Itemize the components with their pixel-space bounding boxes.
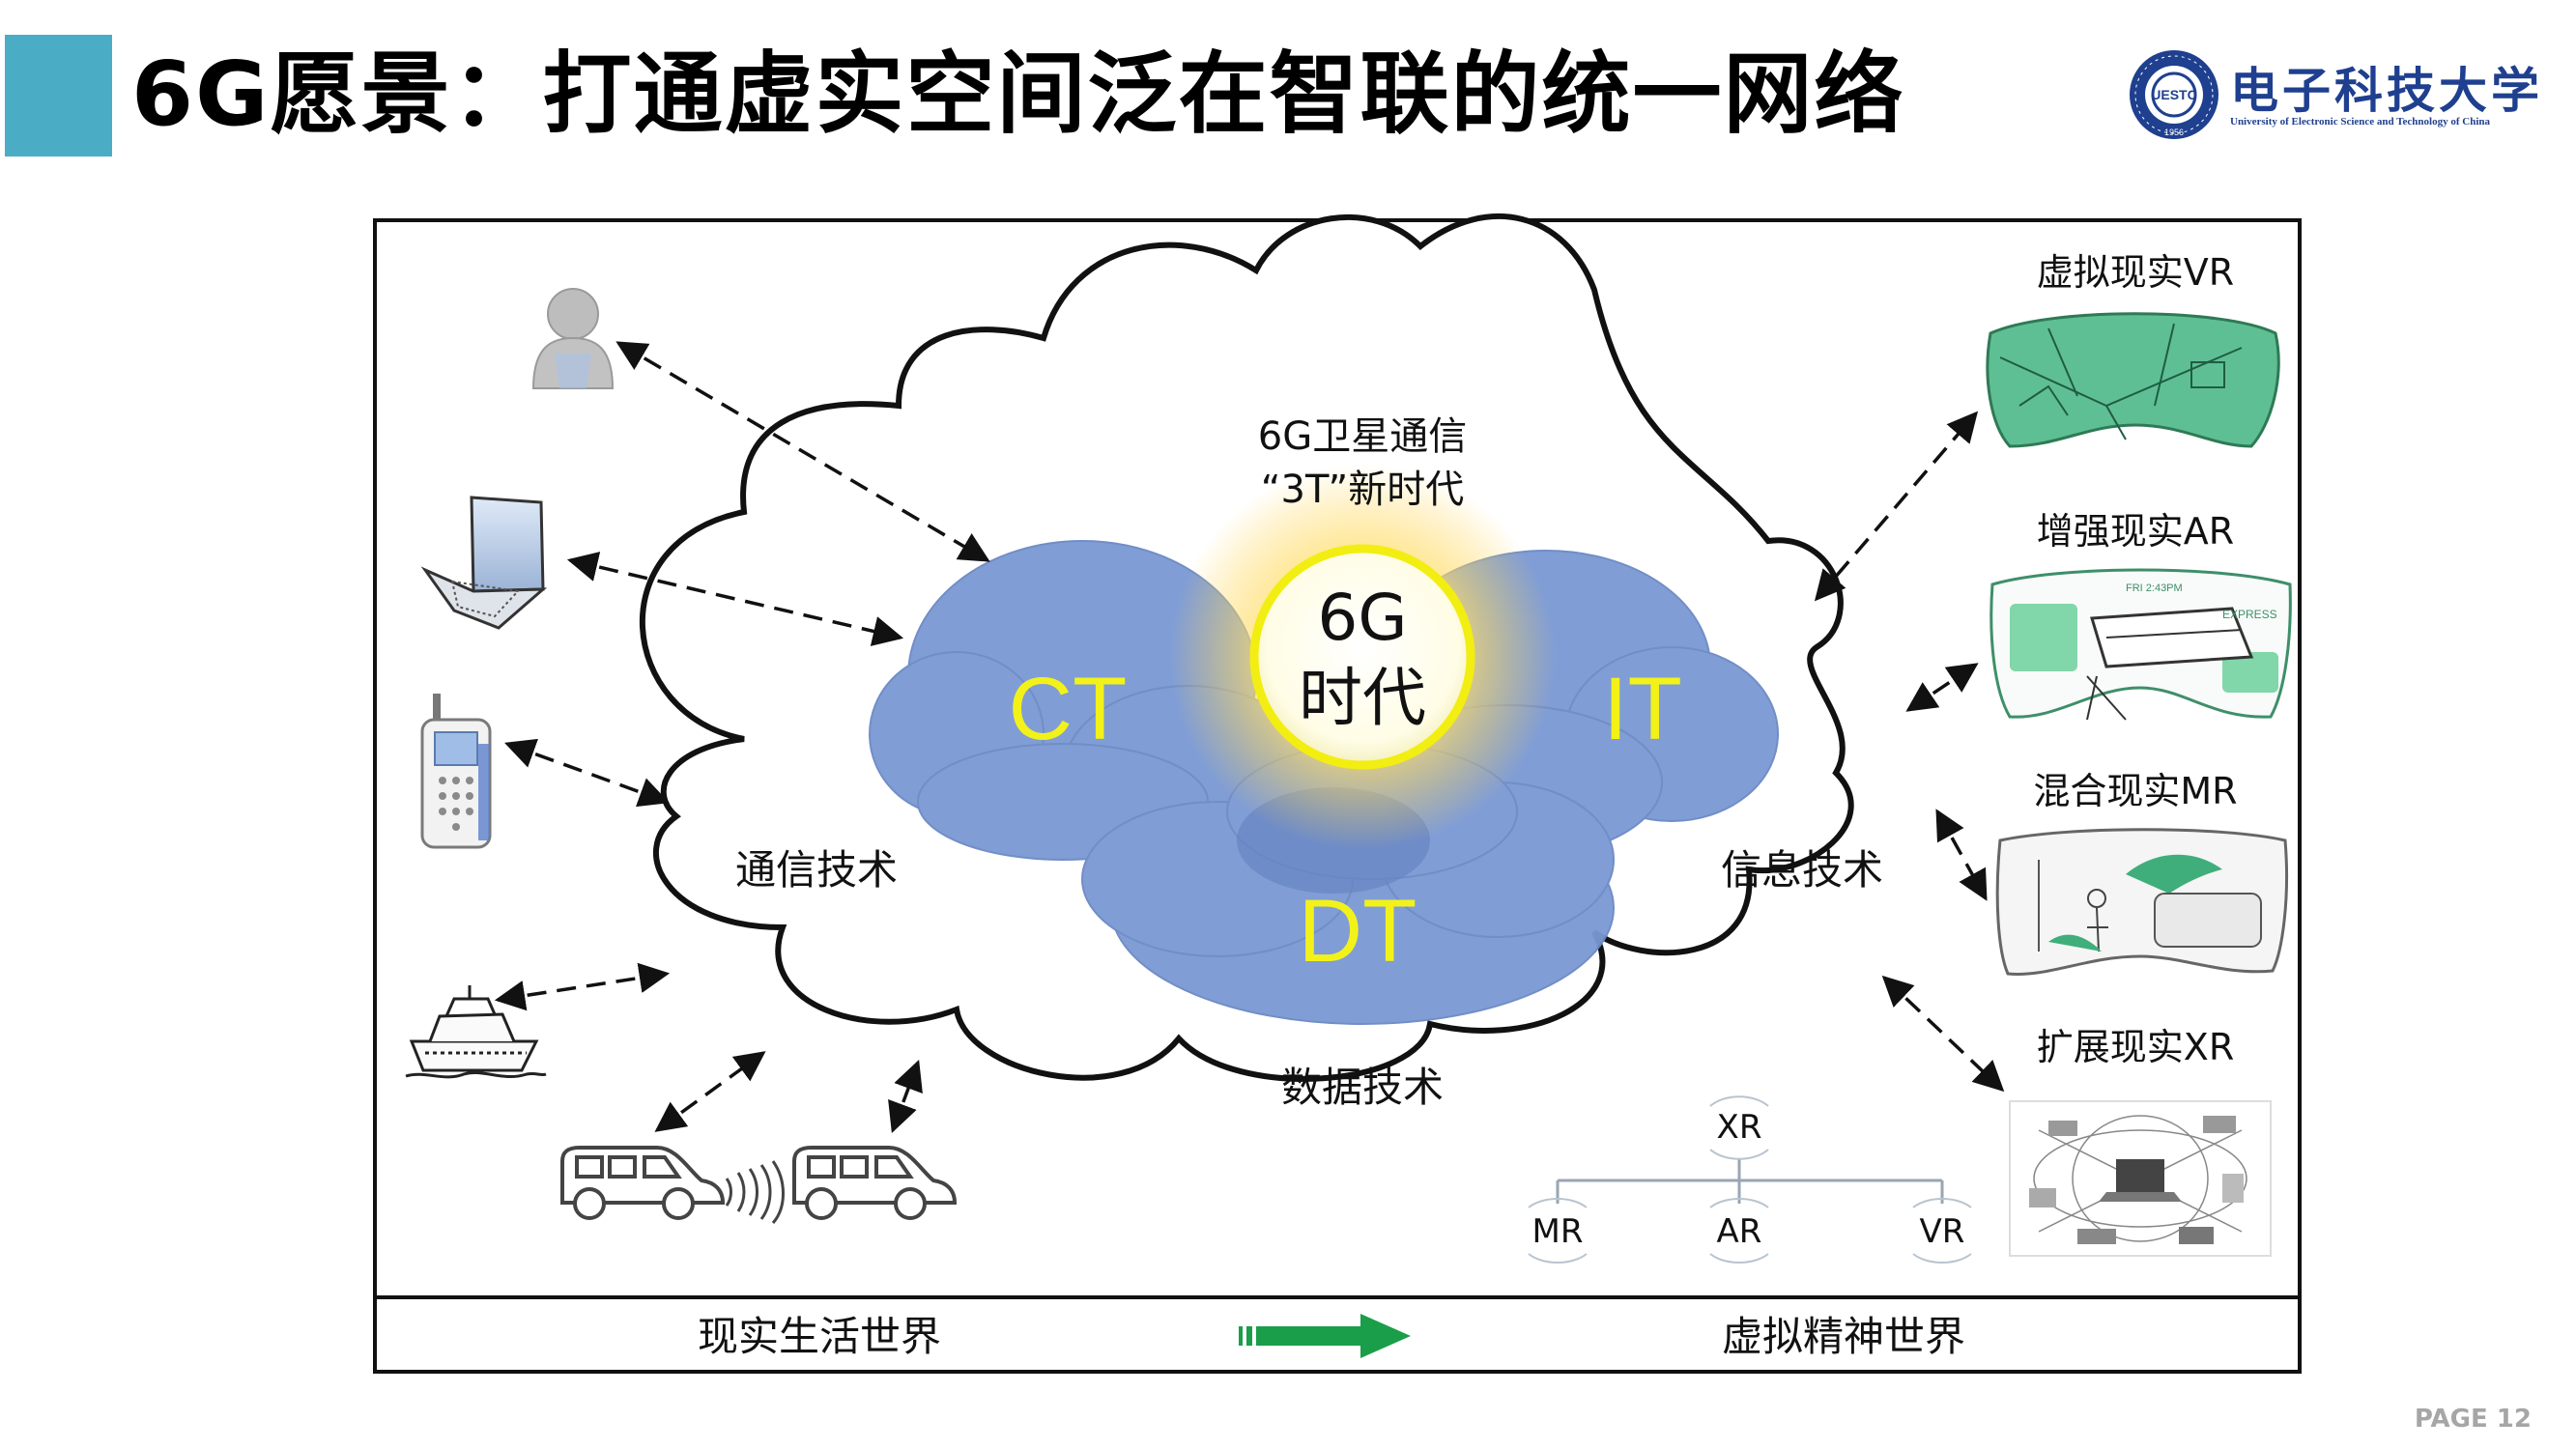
dt-cloud [1081,743,1615,1025]
connection-arrows [494,341,2005,1133]
footer-bar [373,1295,2302,1374]
arrow-laptop [566,552,904,646]
tree-root-xr: XR [1717,1108,1762,1147]
logo-name-en: University of Electronic Science and Tec… [2230,116,2490,128]
logo-name-zh: 电子科技大学 [2230,62,2543,119]
seal-year: 1956 [2164,128,2184,137]
university-logo: UESTC 1956 电子科技大学 University of Electron… [2126,46,2539,143]
communication-tech-label: 通信技术 [735,846,898,894]
mr-label: 混合现实MR [2033,770,2237,812]
arrow-xr [1881,975,2005,1093]
seal-text: UESTC [2151,87,2196,102]
tree-child-ar: AR [1717,1212,1762,1251]
ar-headset-view: FRI 2:43PM EXPRESS [1989,568,2292,721]
arrow-phone [504,738,670,808]
information-tech-label: 信息技术 [1721,846,1883,894]
ar-label: 增强现实AR [2037,510,2234,553]
arrow-mr [1935,809,1988,901]
it-label: IT [1603,660,1682,758]
vr-label: 虚拟现实VR [2037,251,2234,294]
cloud-top-line1: 6G卫星通信 [1258,414,1467,459]
user-icon [531,288,615,389]
slide-title: 6G愿景：打通虚实空间泛在智联的统一网络 [131,43,1905,146]
cloud-top-line2: “3T”新时代 [1261,468,1464,512]
sun-text-line1: 6G [1317,581,1407,655]
6g-era-sun: 6G 时代 [1169,464,1556,850]
xr-label: 扩展现实XR [2037,1026,2234,1068]
mr-headset-view [1995,828,2288,976]
arrow-vr [1814,411,1979,602]
page-number: PAGE 12 [2414,1405,2532,1434]
van-icon-right [792,1146,958,1220]
footer-virtual-world: 虚拟精神世界 [1722,1313,1965,1360]
sun-text-line2: 时代 [1299,661,1426,735]
ar-tag-text: EXPRESS [2222,608,2277,621]
xr-devices-view [2009,1100,2272,1257]
arrow-van-left [654,1051,766,1132]
data-tech-label: 数据技术 [1281,1064,1444,1111]
signal-waves [725,1160,785,1224]
xr-hierarchy-tree: XR MR AR VR [1528,1095,1972,1264]
university-seal-icon: UESTC 1956 [2130,50,2218,139]
van-icon-left [560,1146,726,1220]
ship-icon [405,985,547,1079]
cellphone-icon [420,694,492,849]
footer-real-world: 现实生活世界 [698,1313,941,1360]
green-arrow-icon [1239,1314,1411,1358]
arrow-van-right [888,1060,923,1133]
vr-headset-view [1986,312,2280,448]
arrow-ship [494,962,671,1011]
title-accent-bar [5,35,112,156]
dt-label: DT [1299,882,1417,980]
laptop-icon [420,496,548,630]
ct-label: CT [1009,660,1128,758]
arrow-ar [1905,663,1979,712]
ar-time-text: FRI 2:43PM [2126,582,2183,594]
tree-child-mr: MR [1532,1212,1584,1251]
tree-child-vr: VR [1920,1212,1965,1251]
ct-cloud [869,540,1315,861]
arrow-user [615,341,990,562]
